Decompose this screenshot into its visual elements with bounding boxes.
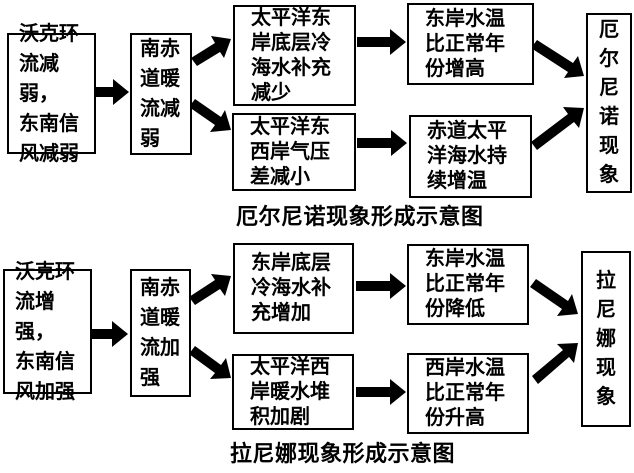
arrow-current-to-pressure (189, 99, 231, 132)
node-pressure-diff-decreases-label: 太平洋东 西岸气压 差减小 (250, 115, 330, 188)
node-east-temp-drops: 东岸水温 比正常年 份降低 (407, 244, 529, 325)
el-nino-caption: 厄尔尼诺现象形成示意图 (236, 204, 484, 229)
node-el-nino-result: 厄 尔 尼 诺 现 象 (586, 13, 632, 193)
node-west-temp-rises: 西岸水温 比正常年 份升高 (407, 353, 529, 434)
arrow-current-to-cold-supply (191, 36, 231, 66)
arrow-current-to-cold-supply-lanina (189, 274, 231, 305)
node-west-temp-rises-label: 西岸水温 比正常年 份升高 (425, 357, 505, 429)
arrow-current-to-warm-pileup (189, 346, 231, 379)
node-south-equatorial-current-strengthens: 南赤 道暖 流加 强 (130, 269, 191, 397)
arrow-cold-supply-to-east-temp (357, 29, 406, 55)
node-south-equatorial-current-weakens-label: 南赤 道暖 流减 弱 (140, 38, 180, 150)
node-walker-weakens-label: 沃克环 流减弱， 东南信 风减弱 (19, 22, 79, 165)
arrow-east-temp-to-lanina (530, 279, 578, 316)
node-east-temp-drops-label: 东岸水温 比正常年 份降低 (425, 248, 505, 320)
node-equatorial-warming-continues: 赤道太平 洋海水持 续增温 (409, 115, 532, 198)
node-equatorial-warming-continues-label: 赤道太平 洋海水持 续增温 (427, 120, 507, 192)
node-pressure-diff-decreases: 太平洋东 西岸气压 差减小 (232, 113, 356, 191)
node-east-cold-supply-increases: 东岸底层 冷海水补 充增加 (233, 243, 354, 334)
node-east-temp-rises: 东岸水温 比正常年 份增高 (407, 3, 534, 85)
arrow-west-temp-to-lanina (532, 343, 578, 384)
arrow-walker-to-current-lanina (92, 321, 128, 347)
arrow-east-temp-to-elnino (531, 40, 584, 78)
node-west-warm-pileup-intensifies: 太平洋西 岸暖水堆 积加剧 (232, 354, 354, 430)
node-la-nina-result: 拉 尼 娜 现 象 (581, 251, 631, 427)
arrow-warm-pileup-to-west-temp (356, 379, 406, 405)
node-walker-strengthens: 沃克环 流增强， 东南信 风加强 (3, 261, 92, 403)
arrow-warming-to-elnino (531, 107, 584, 150)
arrow-pressure-to-warming (357, 130, 407, 156)
node-east-temp-rises-label: 东岸水温 比正常年 份增高 (425, 7, 505, 80)
node-east-cold-supply-decreases-label: 太平洋东 岸底层冷 海水补充 减少 (251, 6, 331, 104)
node-walker-strengthens-label: 沃克环 流增强， 东南信 风加强 (15, 260, 75, 403)
node-east-cold-supply-decreases: 太平洋东 岸底层冷 海水补充 减少 (233, 5, 356, 106)
arrow-walker-to-current (96, 79, 129, 105)
node-east-cold-supply-increases-label: 东岸底层 冷海水补 充增加 (251, 252, 331, 324)
node-south-equatorial-current-strengthens-label: 南赤 道暖 流加 强 (140, 277, 180, 389)
node-west-warm-pileup-intensifies-label: 太平洋西 岸暖水堆 积加剧 (250, 355, 330, 428)
node-walker-weakens: 沃克环 流减弱， 东南信 风减弱 (7, 23, 96, 165)
arrow-cold-supply-to-east-temp-lanina (356, 273, 406, 299)
node-south-equatorial-current-weakens: 南赤 道暖 流减 弱 (130, 33, 192, 155)
node-el-nino-result-label: 厄 尔 尼 诺 现 象 (599, 19, 619, 186)
node-la-nina-result-label: 拉 尼 娜 现 象 (596, 269, 616, 408)
la-nina-caption: 拉尼娜现象形成示意图 (230, 441, 456, 466)
